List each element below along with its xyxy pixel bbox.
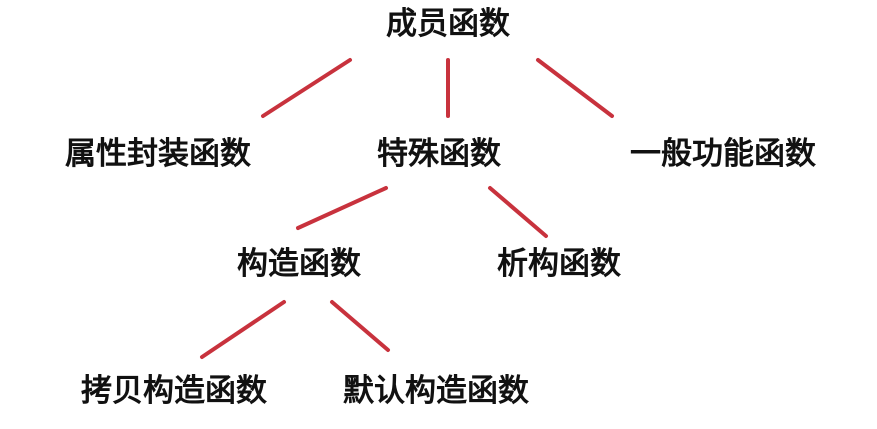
node-general-functions: 一般功能函数 [630, 136, 816, 172]
edge-constructor-default [330, 300, 390, 352]
edge-root-general [536, 58, 614, 118]
node-default-constructor: 默认构造函数 [343, 373, 529, 409]
edge-special-constructor [296, 186, 388, 230]
edge-root-attribute [261, 58, 352, 118]
node-attribute-wrapper-functions: 属性封装函数 [65, 136, 251, 172]
node-special-functions: 特殊函数 [377, 136, 501, 172]
edge-special-destructor [488, 186, 548, 238]
node-member-functions: 成员函数 [386, 6, 510, 42]
node-constructor: 构造函数 [237, 246, 361, 282]
node-destructor: 析构函数 [497, 246, 621, 282]
edge-constructor-copy [200, 300, 286, 359]
node-copy-constructor: 拷贝构造函数 [81, 373, 267, 409]
